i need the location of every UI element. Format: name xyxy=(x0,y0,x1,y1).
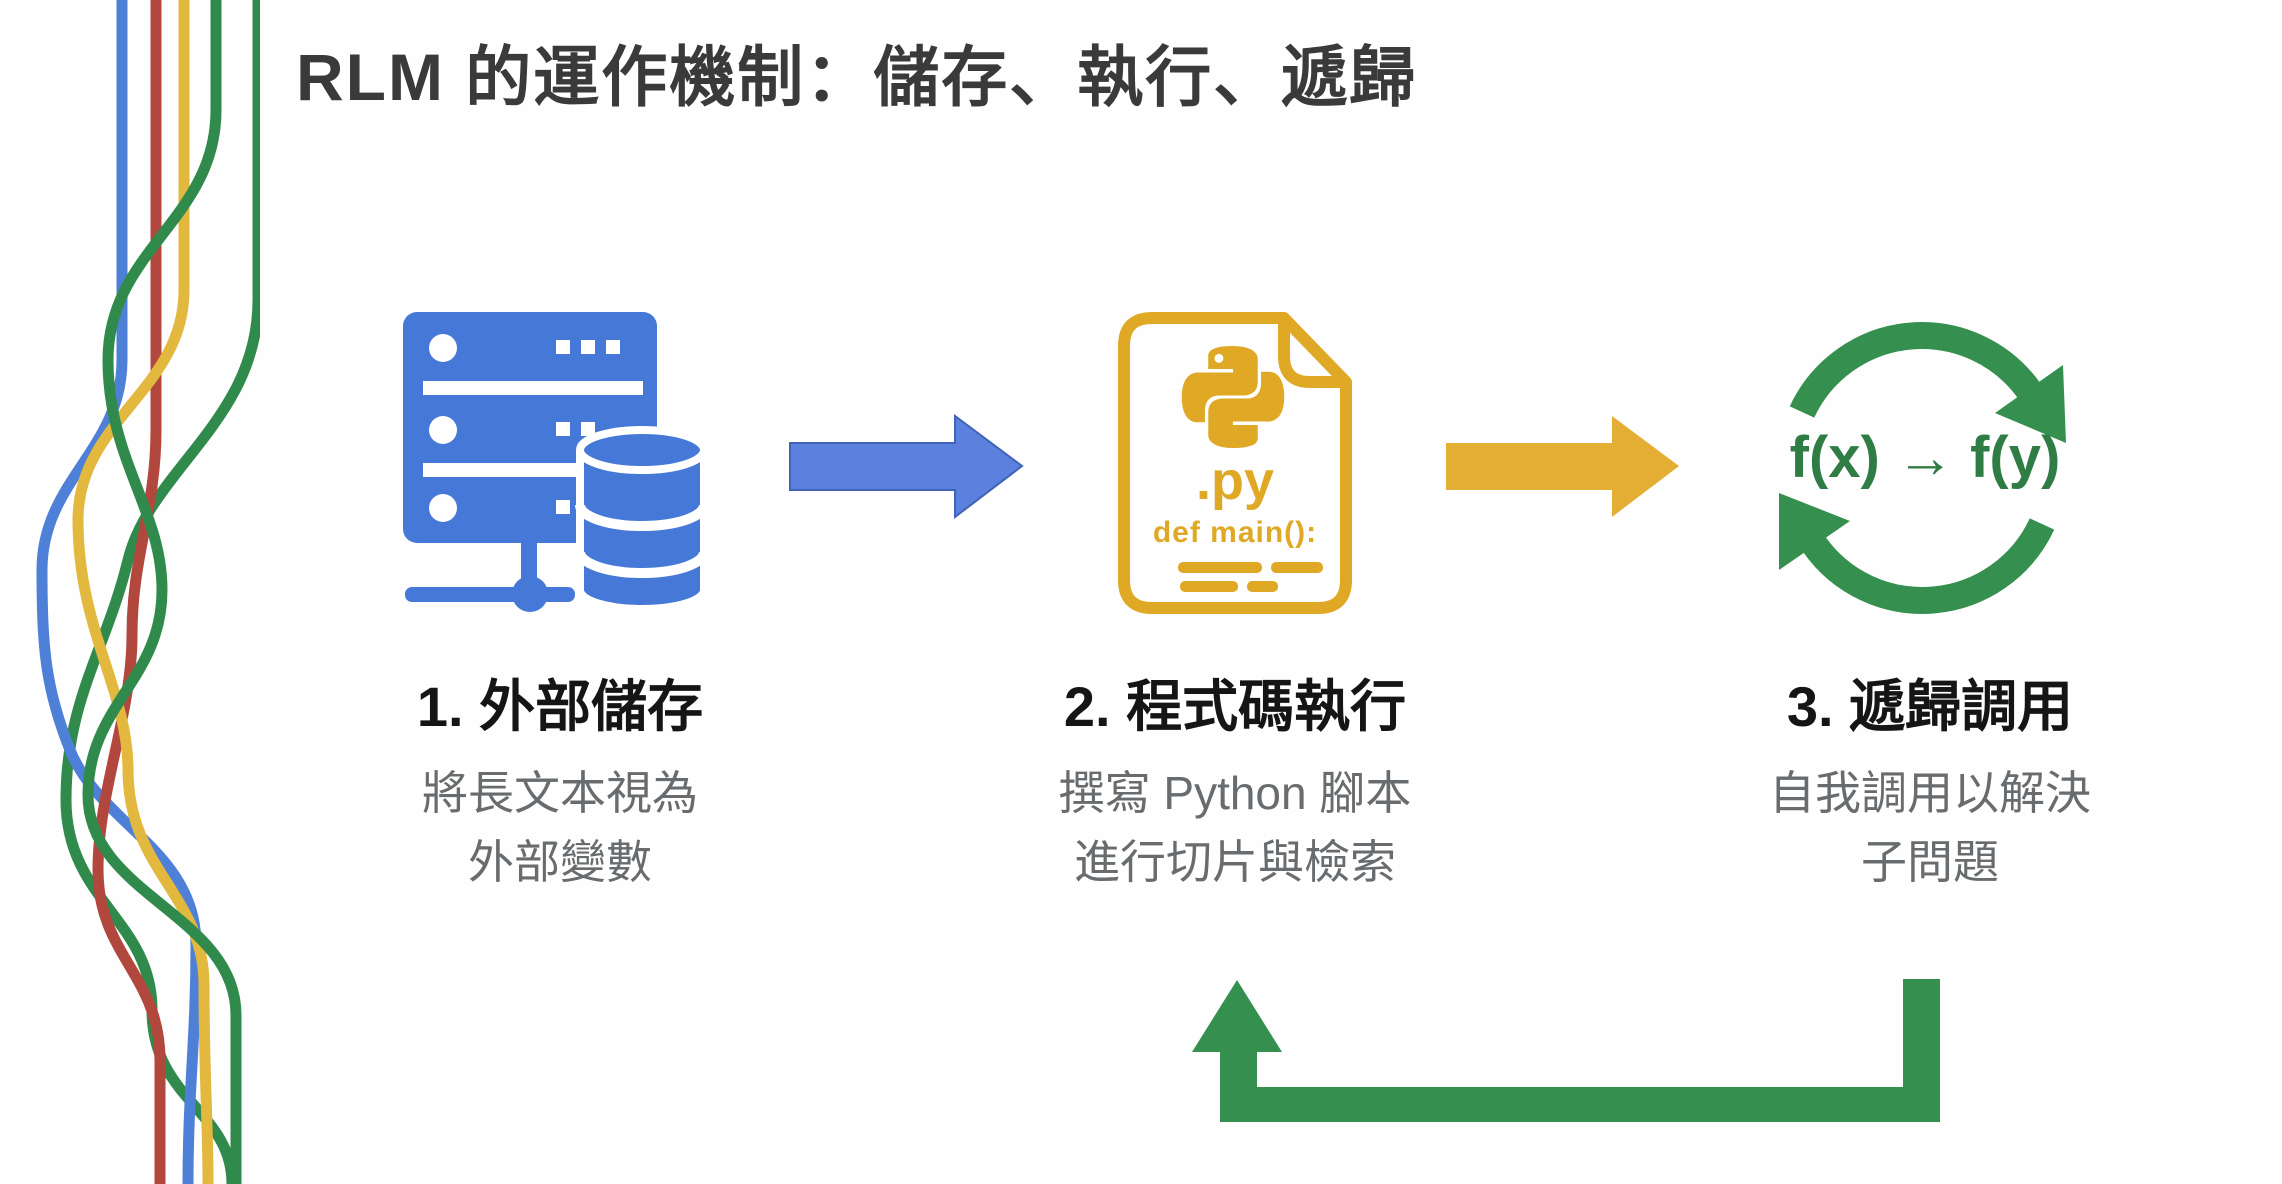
weave-line-green-1 xyxy=(82,0,242,1184)
python-file-code-text: def main(): xyxy=(1152,516,1318,549)
step1-heading: 1. 外部儲存 xyxy=(416,675,704,738)
recursion-cycle-icon xyxy=(1779,322,2066,614)
step1-caption: 1. 外部儲存 將長文本視為 外部變數 xyxy=(300,662,820,897)
arrow-step1-to-step2 xyxy=(789,414,1024,520)
server-database-icon xyxy=(403,312,709,613)
network-connector xyxy=(405,543,575,612)
code-lines xyxy=(1178,562,1323,592)
arrow-step2-to-step3 xyxy=(1446,416,1679,517)
cycle-bottom-arrowhead xyxy=(1779,493,1850,570)
python-file-icon xyxy=(1118,312,1352,614)
cycle-top-arrowhead xyxy=(1995,365,2066,443)
weave-line-red xyxy=(92,0,166,1184)
python-file-extension: .py xyxy=(1195,451,1275,511)
page-title: RLM 的運作機制：儲存、執行、遞歸 xyxy=(296,40,1418,114)
recursion-formula: f(x) → f(y) xyxy=(1789,425,2061,490)
arrow-step3-back-to-step2 xyxy=(1192,979,1940,1122)
step3-description: 自我調用以解決 子問題 xyxy=(1769,767,2091,888)
step3-heading: 3. 遞歸調用 xyxy=(1786,675,2074,738)
weave-line-yellow xyxy=(72,0,214,1184)
step2-caption: 2. 程式碼執行 撰寫 Python 腳本 進行切片與檢索 xyxy=(975,662,1495,897)
cycle-bottom-arc xyxy=(1802,518,2055,614)
step2-heading: 2. 程式碼執行 xyxy=(1063,675,1407,738)
step3-caption: 3. 遞歸調用 自我調用以解決 子問題 xyxy=(1660,662,2200,897)
python-logo xyxy=(1181,346,1285,448)
step1-description: 將長文本視為 外部變數 xyxy=(422,767,698,888)
file-outline xyxy=(1118,312,1352,614)
cycle-top-arc xyxy=(1789,322,2042,418)
step2-description: 撰寫 Python 腳本 進行切片與檢索 xyxy=(1058,767,1412,888)
weave-line-blue xyxy=(36,0,202,1184)
decorative-weave-lines xyxy=(36,0,260,1184)
database-cylinder xyxy=(575,426,709,613)
file-fold-corner xyxy=(1278,318,1344,388)
